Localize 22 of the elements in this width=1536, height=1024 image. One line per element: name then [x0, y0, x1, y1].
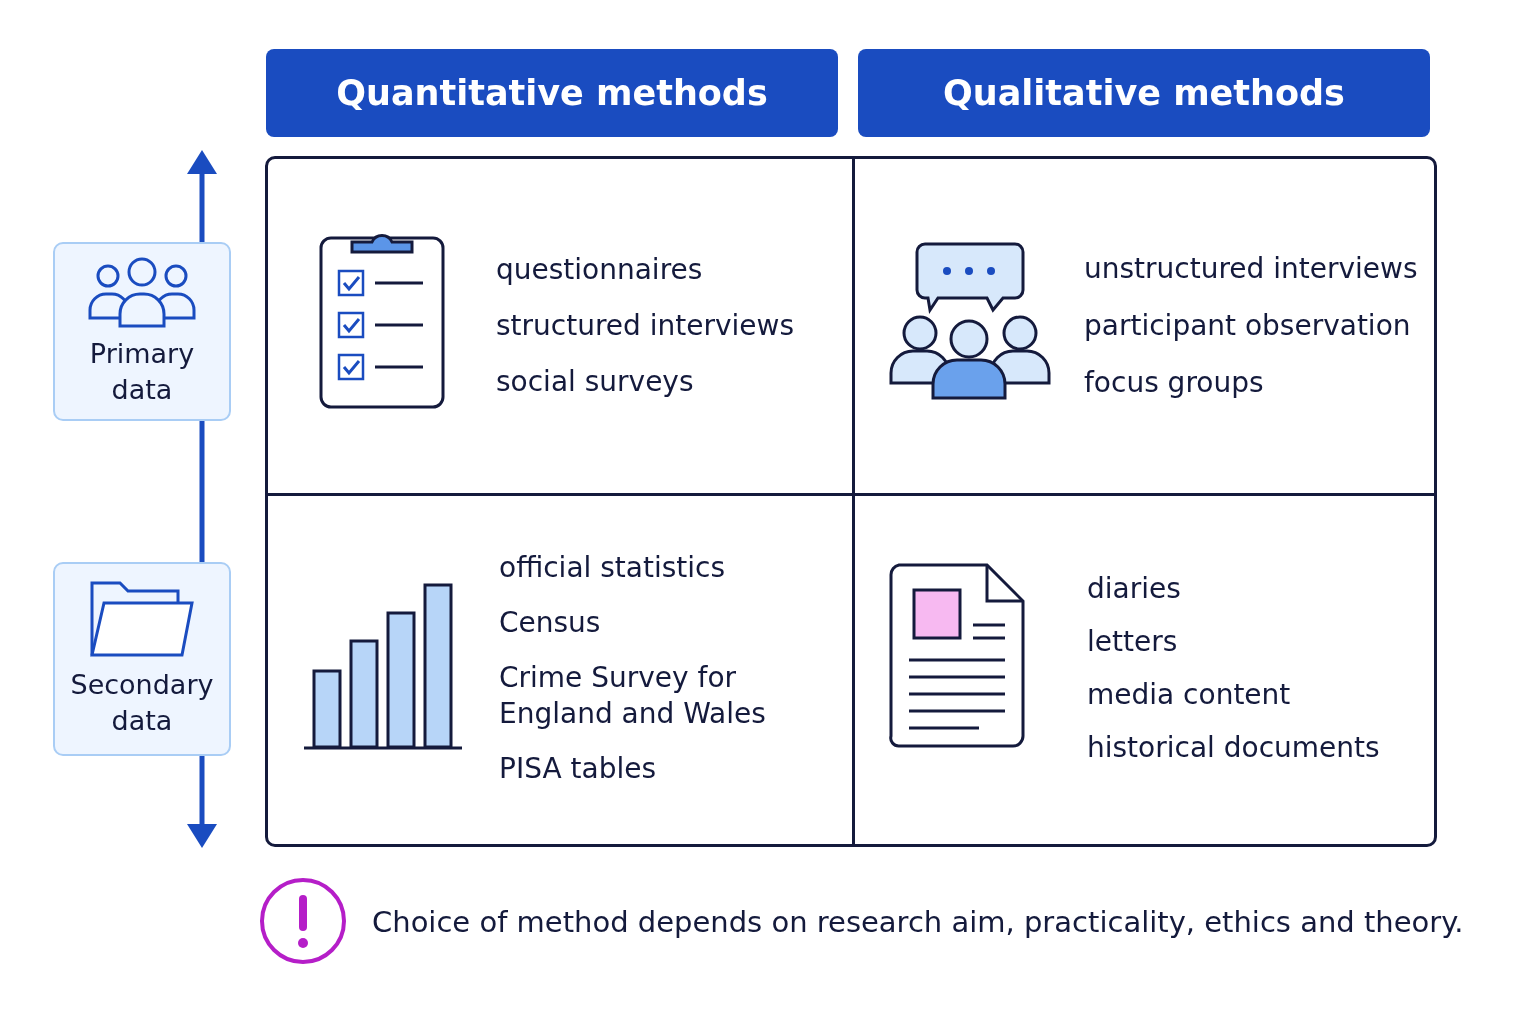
table-cell — [268, 159, 855, 496]
list-item: PISA tables — [499, 751, 657, 787]
row-label: Secondary data — [69, 668, 215, 738]
list-item: social surveys — [496, 364, 695, 400]
list-item: letters — [1087, 624, 1179, 660]
list-item: Crime Survey for England and Wales — [499, 660, 767, 732]
list-item: structured interviews — [496, 308, 795, 344]
list-item: participant observation — [1084, 308, 1412, 344]
row-label: Primary data — [88, 336, 196, 407]
list-item: unstructured interviews — [1084, 251, 1418, 287]
list-item: media content — [1087, 677, 1292, 713]
row-label-box — [53, 562, 231, 756]
list-item: diaries — [1087, 571, 1182, 607]
list-item: historical documents — [1087, 730, 1380, 766]
note-text: Choice of method depends on research aim, practicality, ethics and theory. — [372, 905, 1464, 939]
list-item: focus groups — [1084, 365, 1265, 401]
list-item: questionnaires — [496, 252, 704, 288]
column-header: Quantitative methods — [266, 49, 838, 137]
list-item: official statistics — [499, 550, 727, 586]
column-header: Qualitative methods — [858, 49, 1430, 137]
row-label-box — [53, 242, 231, 421]
list-item: Census — [499, 605, 602, 641]
